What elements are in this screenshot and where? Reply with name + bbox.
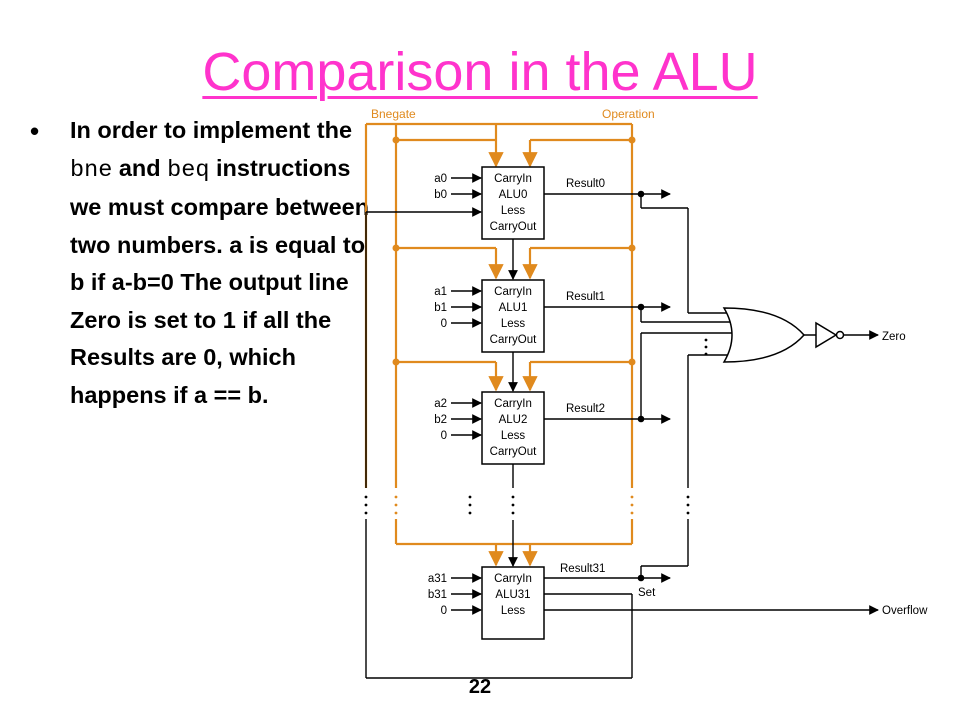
result-wires [544, 189, 732, 583]
alu2-input-less: 0 [441, 430, 447, 442]
result0-label: Result0 [566, 178, 605, 190]
bullet-marker: • [30, 116, 40, 146]
alu0-carryin: CarryIn [494, 173, 532, 185]
alu-blocks [481, 166, 545, 640]
control-junctions [392, 136, 636, 366]
alu1-input-b: b1 [434, 302, 447, 314]
ellipsis-dots [364, 338, 708, 515]
bnegate-label: Bnegate [371, 107, 416, 121]
code-beq: beq [167, 156, 210, 184]
alu2-carryin: CarryIn [494, 398, 532, 410]
bullet-text-3: instructions we must compare between two… [70, 154, 370, 408]
alu0-input-a: a0 [434, 173, 447, 185]
alu2-carryout: CarryOut [490, 446, 537, 458]
code-bne: bne [70, 156, 113, 184]
alu31-block [481, 566, 545, 640]
input-wires [451, 173, 482, 615]
alu2-input-a: a2 [434, 398, 447, 410]
alu0-carryout: CarryOut [490, 221, 537, 233]
alu31-input-a: a31 [428, 573, 447, 585]
alu2-less: Less [501, 430, 526, 442]
page-number: 22 [468, 676, 492, 698]
set-feedback-wire [365, 207, 633, 679]
alu1-carryout: CarryOut [490, 334, 537, 346]
alu2-block [481, 391, 545, 465]
bullet-text-2: and [112, 154, 168, 181]
bullet-text-1: In order to implement the [70, 117, 353, 143]
alu31-name: ALU31 [495, 589, 530, 601]
alu31-less: Less [501, 605, 526, 617]
alu1-input-less: 0 [441, 318, 447, 330]
alu1-less: Less [501, 318, 526, 330]
alu2-name: ALU2 [499, 414, 528, 426]
bullet-paragraph: In order to implement the bne and beq in… [70, 112, 370, 414]
result2-label: Result2 [566, 403, 605, 415]
inverter-gate [804, 321, 845, 349]
set-label: Set [638, 587, 656, 599]
alu2-input-b: b2 [434, 414, 447, 426]
zero-label: Zero [882, 331, 906, 343]
result1-label: Result1 [566, 291, 605, 303]
alu31-input-less: 0 [441, 605, 447, 617]
result31-label: Result31 [560, 563, 605, 575]
result-junctions [637, 190, 645, 582]
alu0-name: ALU0 [499, 189, 528, 201]
operation-label: Operation [602, 107, 655, 121]
slide-title: Comparison in the ALU [202, 42, 758, 102]
alu0-input-b: b0 [434, 189, 447, 201]
or-gate [722, 307, 806, 363]
overflow-label: Overflow [882, 605, 928, 617]
alu1-carryin: CarryIn [494, 286, 532, 298]
alu31-carryin: CarryIn [494, 573, 532, 585]
alu1-input-a: a1 [434, 286, 447, 298]
alu31-input-b: b31 [428, 589, 447, 601]
alu1-name: ALU1 [499, 302, 528, 314]
alu0-less: Less [501, 205, 526, 217]
